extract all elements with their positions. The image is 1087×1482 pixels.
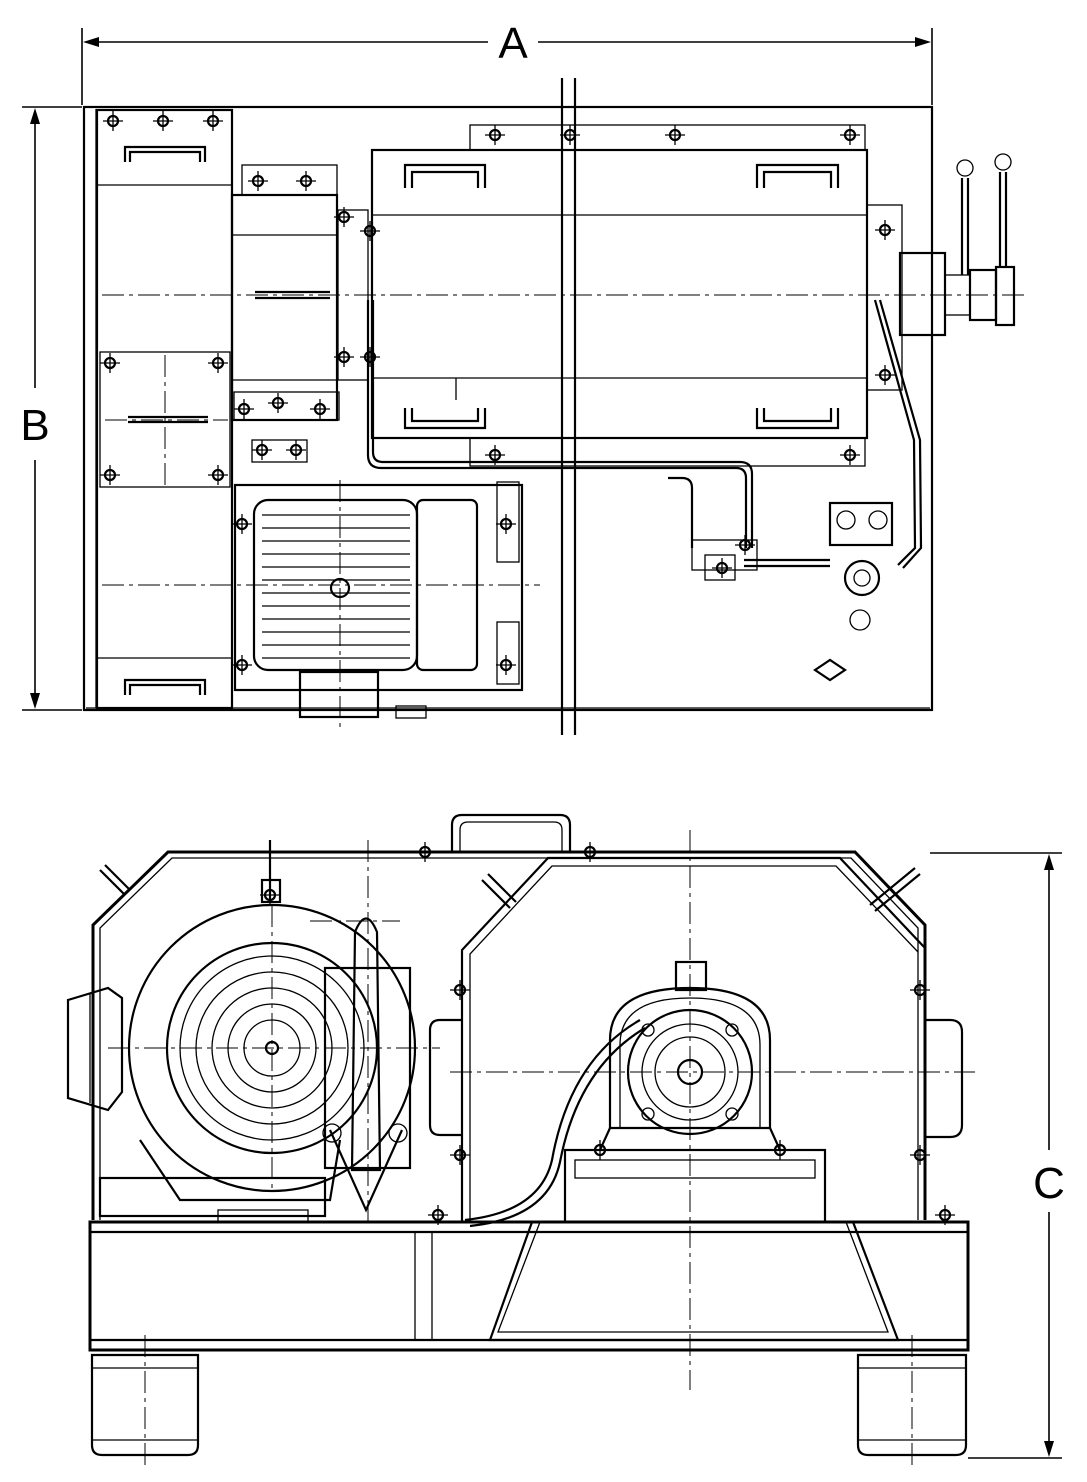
break-line (560, 78, 577, 735)
dimension-b: B (20, 106, 82, 711)
skid-base (88, 1220, 970, 1457)
front-view-centerlines (108, 830, 975, 1470)
enclosure (91, 813, 964, 1222)
top-view-bolts (100, 111, 895, 675)
dimension-b-label: B (20, 401, 49, 450)
front-view: C (66, 813, 1065, 1470)
dimension-c: C (930, 852, 1065, 1459)
top-view: A B (20, 19, 1025, 735)
dimension-a: A (81, 19, 933, 105)
dimension-c-label: C (1033, 1159, 1065, 1208)
valve-assembly (813, 501, 894, 682)
top-view-centerlines (102, 294, 1025, 730)
front-view-bolts (260, 842, 955, 1225)
dimension-a-label: A (498, 19, 528, 68)
tubing (366, 299, 923, 581)
pump-housing (464, 960, 827, 1228)
motor-plan (233, 481, 524, 719)
coupling-block (230, 164, 369, 463)
base-plate (82, 105, 934, 712)
